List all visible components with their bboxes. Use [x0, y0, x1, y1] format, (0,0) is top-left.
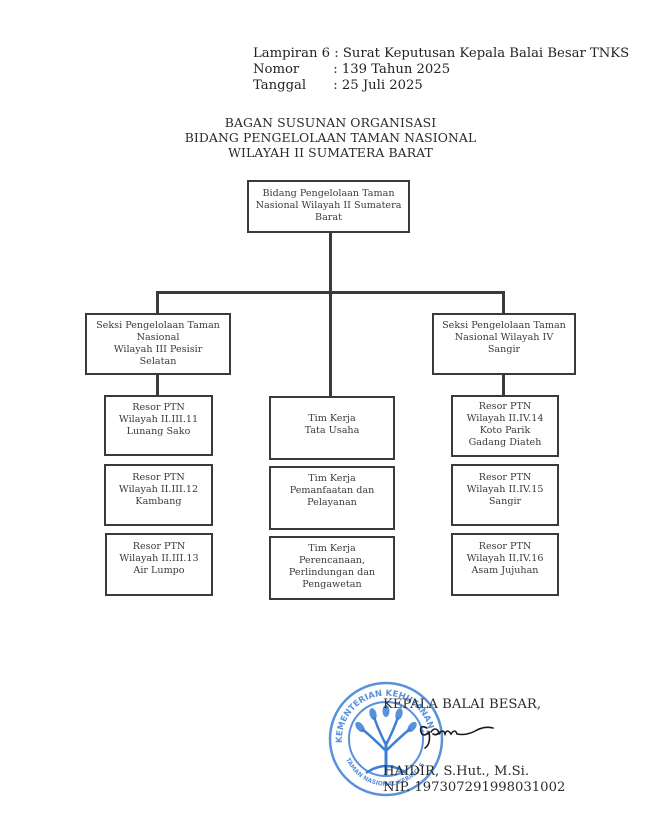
org-box-line: Tim Kerja: [308, 413, 356, 424]
title-line-1: BAGAN SUSUNAN ORGANISASI: [224, 115, 437, 130]
org-box-resor-ii-iv-14: Resor PTN Wilayah II.IV.14 Koto Parik Ga…: [451, 395, 559, 457]
org-box-line: Wilayah II.III.13: [119, 553, 199, 564]
org-box-line: Pelayanan: [307, 497, 357, 508]
org-box-seksi-wilayah-iii: Seksi Pengelolaan Taman Nasional Wilayah…: [85, 313, 231, 375]
org-box-line: Wilayah II.IV.16: [466, 553, 544, 564]
org-box-line: Nasional Wilayah IV: [454, 332, 554, 343]
document-title: BAGAN SUSUNAN ORGANISASI BIDANG PENGELOL…: [0, 115, 661, 160]
connector-root-trunk: [329, 231, 332, 398]
connector-left-to-resor: [156, 373, 159, 396]
header-value: Surat Keputusan Kepala Balai Besar TNKS: [342, 46, 630, 61]
org-box-line: Pemanfaatan dan: [289, 485, 375, 496]
handwritten-signature-icon: [419, 725, 494, 749]
org-box-line: Barat: [315, 212, 342, 223]
org-box-line: Resor PTN: [478, 401, 532, 412]
org-box-line: Sangir: [488, 496, 522, 507]
attachment-header: Lampiran 6 : Surat Keputusan Kepala Bala…: [253, 46, 629, 94]
svg-text:T.1: T.1: [420, 730, 430, 737]
header-key: Lampiran 6: [253, 46, 331, 61]
header-row-lampiran: Lampiran 6 : Surat Keputusan Kepala Bala…: [253, 46, 629, 62]
org-box-line: Sangir: [487, 344, 521, 355]
header-sep: :: [333, 78, 338, 93]
org-box-tim-kerja-perencanaan: Tim Kerja Perencanaan, Perlindungan dan …: [269, 536, 395, 600]
official-stamp-icon: KEMENTERIAN KEHUTANAN TAMAN NASIONAL KER…: [328, 681, 444, 797]
connector-right-drop: [502, 291, 505, 314]
header-sep: :: [333, 62, 338, 77]
org-box-line: Resor PTN: [132, 472, 185, 483]
org-box-line: Wilayah II.III.11: [118, 414, 199, 425]
org-box-line: Tata Usaha: [304, 425, 360, 436]
org-box-line: Wilayah II.IV.15: [466, 484, 544, 495]
org-box-line: Seksi Pengelolaan Taman: [442, 320, 566, 331]
org-box-line: Resor PTN: [478, 472, 532, 483]
org-box-resor-ii-iv-15: Resor PTN Wilayah II.IV.15 Sangir: [451, 464, 559, 526]
signatory-nip: NIP. 197307291998031002: [383, 780, 566, 795]
header-key: Nomor: [253, 62, 300, 77]
connector-right-to-resor: [502, 373, 505, 396]
signatory-position: KEPALA BALAI BESAR,: [383, 697, 542, 712]
org-box-resor-ii-iii-12: Resor PTN Wilayah II.III.12 Kambang: [104, 464, 213, 526]
org-box-line: Perlindungan dan: [288, 567, 376, 578]
org-box-line: Nasional: [136, 332, 180, 343]
org-box-line: Resor PTN: [132, 541, 186, 552]
org-box-line: Pengawetan: [302, 579, 362, 590]
org-box-line: Wilayah II.IV.14: [466, 413, 544, 424]
header-row-tanggal: Tanggal : 25 Juli 2025: [253, 78, 629, 94]
org-box-line: Lunang Sako: [126, 426, 191, 437]
org-box-line: Seksi Pengelolaan Taman: [96, 320, 220, 331]
org-box-line: Koto Parik: [479, 425, 531, 436]
connector-horizontal-bar: [156, 291, 504, 294]
org-box-tim-kerja-tata-usaha: Tim Kerja Tata Usaha: [269, 396, 395, 460]
org-box-seksi-wilayah-iv: Seksi Pengelolaan Taman Nasional Wilayah…: [432, 313, 576, 375]
org-box-resor-ii-iii-11: Resor PTN Wilayah II.III.11 Lunang Sako: [104, 395, 213, 456]
org-box-resor-ii-iv-16: Resor PTN Wilayah II.IV.16 Asam Jujuhan: [451, 533, 559, 596]
org-box-resor-ii-iii-13: Resor PTN Wilayah II.III.13 Air Lumpo: [105, 533, 213, 596]
org-box-line: Resor PTN: [478, 541, 532, 552]
org-box-line: Air Lumpo: [133, 565, 185, 576]
org-box-line: Perencanaan,: [298, 555, 366, 566]
title-line-2: BIDANG PENGELOLAAN TAMAN NASIONAL: [184, 130, 477, 145]
org-box-bidang: Bidang Pengelolaan Taman Nasional Wilaya…: [247, 180, 410, 233]
header-value: 25 Juli 2025: [341, 78, 423, 93]
org-box-line: Nasional Wilayah II Sumatera: [255, 200, 402, 211]
org-box-line: Resor PTN: [132, 402, 185, 413]
org-box-line: Wilayah III Pesisir: [113, 344, 203, 355]
org-box-line: Tim Kerja: [308, 543, 356, 554]
title-line-3: WILAYAH II SUMATERA BARAT: [228, 145, 433, 160]
org-box-tim-kerja-pemanfaatan: Tim Kerja Pemanfaatan dan Pelayanan: [269, 466, 395, 530]
org-box-line: Bidang Pengelolaan Taman: [262, 188, 395, 199]
signatory-name: HAIDIR, S.Hut., M.Si.: [383, 764, 530, 779]
header-row-nomor: Nomor : 139 Tahun 2025: [253, 62, 629, 78]
org-box-line: Asam Jujuhan: [471, 565, 539, 576]
org-box-line: Tim Kerja: [308, 473, 356, 484]
org-box-line: Gadang Diateh: [468, 437, 542, 448]
org-box-line: Kambang: [135, 496, 182, 507]
header-key: Tanggal: [253, 78, 307, 93]
org-box-line: Selatan: [139, 356, 177, 367]
header-value: 139 Tahun 2025: [341, 62, 451, 77]
connector-left-drop: [156, 291, 159, 314]
org-box-line: Wilayah II.III.12: [118, 484, 199, 495]
header-sep: :: [334, 46, 339, 61]
